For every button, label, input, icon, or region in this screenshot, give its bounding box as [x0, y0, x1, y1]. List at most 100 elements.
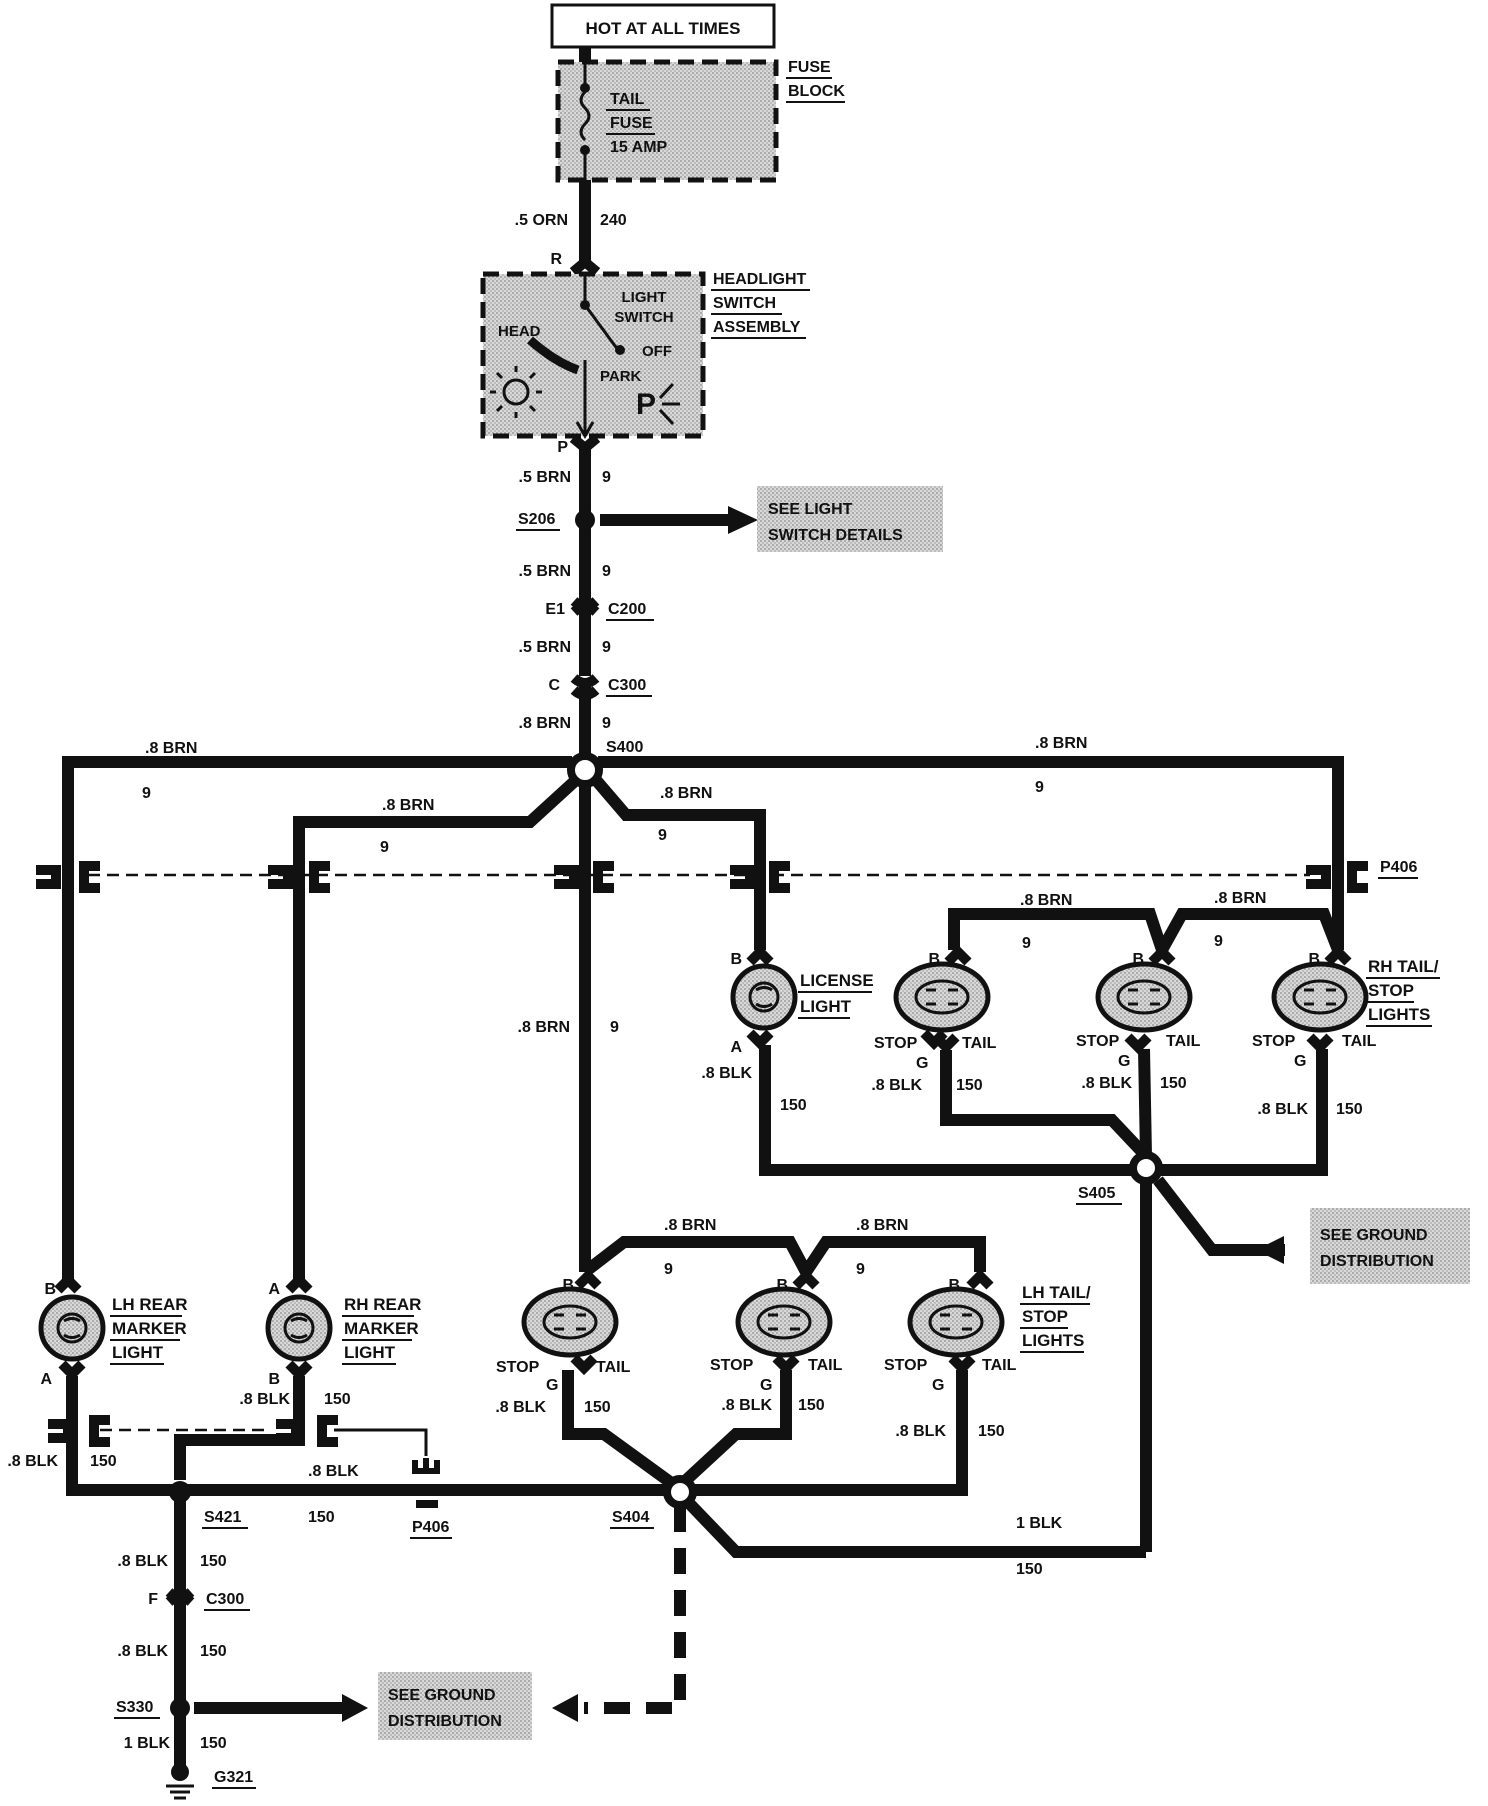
rh-marker-label-2: MARKER [344, 1319, 419, 1338]
license-pin-a: A [730, 1039, 742, 1056]
rh-tail-label-2: STOP [1368, 981, 1414, 1000]
lhm-pin-b: B [44, 1281, 56, 1298]
ref-ground-distribution-left: SEE GROUND DISTRIBUTION [378, 1672, 532, 1740]
splice-s421-label: S421 [204, 1509, 241, 1526]
wire-rh2-ground [1138, 1048, 1152, 1157]
ground-g321-label: G321 [214, 1769, 253, 1786]
wire-blk8-label-lh2: .8 BLK [721, 1397, 772, 1414]
ref-light-switch-1: SEE LIGHT [768, 501, 853, 518]
lh-tail-lamp-2: B STOP TAIL G [710, 1268, 843, 1394]
ref-ground-right-2: DISTRIBUTION [1320, 1253, 1434, 1270]
lh1-pin-g: G [546, 1377, 558, 1394]
ref-ground-right-1: SEE GROUND [1320, 1227, 1428, 1244]
wire-9-circuit-rhb2: 9 [1214, 933, 1223, 950]
wire-blk8-label-rh3: .8 BLK [1257, 1101, 1308, 1118]
lh1-pin-b: B [562, 1277, 574, 1294]
fuse-rating: 15 AMP [610, 139, 668, 156]
rh3-stop: STOP [1252, 1033, 1296, 1050]
lh-tail-lamp-3: B STOP TAIL G LH TAIL/ STOP LIGHTS [884, 1268, 1091, 1394]
lh-tail-label-1: LH TAIL/ [1022, 1283, 1091, 1302]
power-label: HOT AT ALL TIMES [586, 19, 741, 38]
lh-tail-lamp-1: B STOP TAIL G [496, 1268, 631, 1394]
wire-150-g321: 150 [200, 1735, 227, 1752]
wire-s404-to-s405 [681, 1495, 1146, 1558]
rh-tail-label-3: LIGHTS [1368, 1005, 1430, 1024]
wire-s404-ground-ref [584, 1506, 686, 1714]
wire-240-circuit: 240 [600, 212, 627, 229]
wire-lh1-ground [562, 1370, 674, 1487]
wire-150-lh1: 150 [584, 1399, 611, 1416]
wire-150-rh2: 150 [1160, 1075, 1187, 1092]
wire-9-circuit-4: 9 [602, 715, 611, 732]
wire-brn8-label-lic: .8 BRN [660, 785, 712, 802]
wire-brn8-label-main: .8 BRN [519, 715, 571, 732]
wire-9-circuit-lhb2: 9 [856, 1261, 865, 1278]
wire-150-rh3: 150 [1336, 1101, 1363, 1118]
lh1-stop: STOP [496, 1359, 540, 1376]
rh2-tail: TAIL [1166, 1033, 1201, 1050]
c200-label: C200 [608, 601, 646, 618]
wire-blk8-label-lhm: .8 BLK [7, 1453, 58, 1470]
connector-c300-bottom: F C300 [148, 1588, 250, 1611]
headlight-sun-icon [490, 366, 542, 418]
park-symbol: P [636, 388, 656, 421]
wire-9-circuit-lhb1: 9 [664, 1261, 673, 1278]
wire-9-circuit-1: 9 [602, 469, 611, 486]
rh2-stop: STOP [1076, 1033, 1120, 1050]
fuse-block-label-1: FUSE [788, 59, 831, 76]
splice-s404 [663, 1475, 697, 1509]
connector-c200: E1 C200 [545, 597, 654, 621]
splice-s206-label: S206 [518, 511, 555, 528]
wire-150-lic: 150 [780, 1097, 807, 1114]
rh2-pin-b: B [1132, 951, 1144, 968]
arrow-left-icon [552, 1694, 578, 1722]
wire-rh-marker-feed [293, 775, 581, 1280]
wire-blk1-label-g321: 1 BLK [124, 1735, 171, 1752]
wire-brn5-label-1: .5 BRN [519, 469, 571, 486]
license-label-1: LICENSE [800, 971, 874, 990]
rh-rear-marker-light: A B RH REAR MARKER LIGHT [265, 1272, 421, 1388]
wire-brn8-label-lhm: .8 BRN [145, 740, 197, 757]
c200-pin: E1 [545, 601, 565, 618]
lh2-tail: TAIL [808, 1357, 843, 1374]
wire-blk8-label-t2: .8 BLK [117, 1643, 168, 1660]
wire-brn8-label-rhm: .8 BRN [382, 797, 434, 814]
wire-150-t2: 150 [200, 1643, 227, 1660]
splice-s405-label: S405 [1078, 1185, 1115, 1202]
lh1-tail: TAIL [596, 1359, 631, 1376]
rh1-pin-g: G [916, 1055, 928, 1072]
wire-license-ground [759, 1045, 1146, 1176]
splice-s330 [170, 1698, 190, 1718]
fuse-block-label-2: BLOCK [788, 83, 845, 100]
switch-inner-2: SWITCH [614, 309, 673, 326]
rh1-stop: STOP [874, 1035, 918, 1052]
wire-9-circuit-2: 9 [602, 563, 611, 580]
lh-tail-label-2: STOP [1022, 1307, 1068, 1326]
wire-150-rhm: 150 [324, 1391, 351, 1408]
switch-input-terminal [569, 255, 601, 276]
rh1-tail: TAIL [962, 1035, 997, 1052]
lh2-stop: STOP [710, 1357, 754, 1374]
lh-marker-label-2: MARKER [112, 1319, 187, 1338]
rh-tail-lamp-3: B STOP TAIL G RH TAIL/ STOP LIGHTS [1252, 944, 1440, 1070]
switch-pin-p: P [557, 439, 568, 456]
switch-pos-park: PARK [600, 368, 642, 385]
wire-150-bus: 150 [308, 1509, 335, 1526]
lh-tail-label-3: LIGHTS [1022, 1331, 1084, 1350]
license-pin-b: B [730, 951, 742, 968]
arrow-right-icon [1256, 1236, 1284, 1264]
wire-150-lh3: 150 [978, 1423, 1005, 1440]
switch-inner-1: LIGHT [622, 289, 667, 306]
switch-label-1: HEADLIGHT [713, 271, 807, 288]
lh-marker-label-3: LIGHT [112, 1343, 164, 1362]
wire-150-rh1: 150 [956, 1077, 983, 1094]
wire-lh2-ground [679, 1370, 792, 1487]
wire-brn8-label-lhb1: .8 BRN [664, 1217, 716, 1234]
wire-blk8-label-lh3: .8 BLK [895, 1423, 946, 1440]
wire-lh-tail-bridge-2 [801, 1236, 986, 1276]
arrow-right-icon [342, 1694, 368, 1722]
parking-light-icon: P [636, 382, 680, 426]
c300-label-bottom: C300 [206, 1591, 244, 1608]
p406-label-lower: P406 [412, 1519, 449, 1536]
wire-blk8-label-t1: .8 BLK [117, 1553, 168, 1570]
